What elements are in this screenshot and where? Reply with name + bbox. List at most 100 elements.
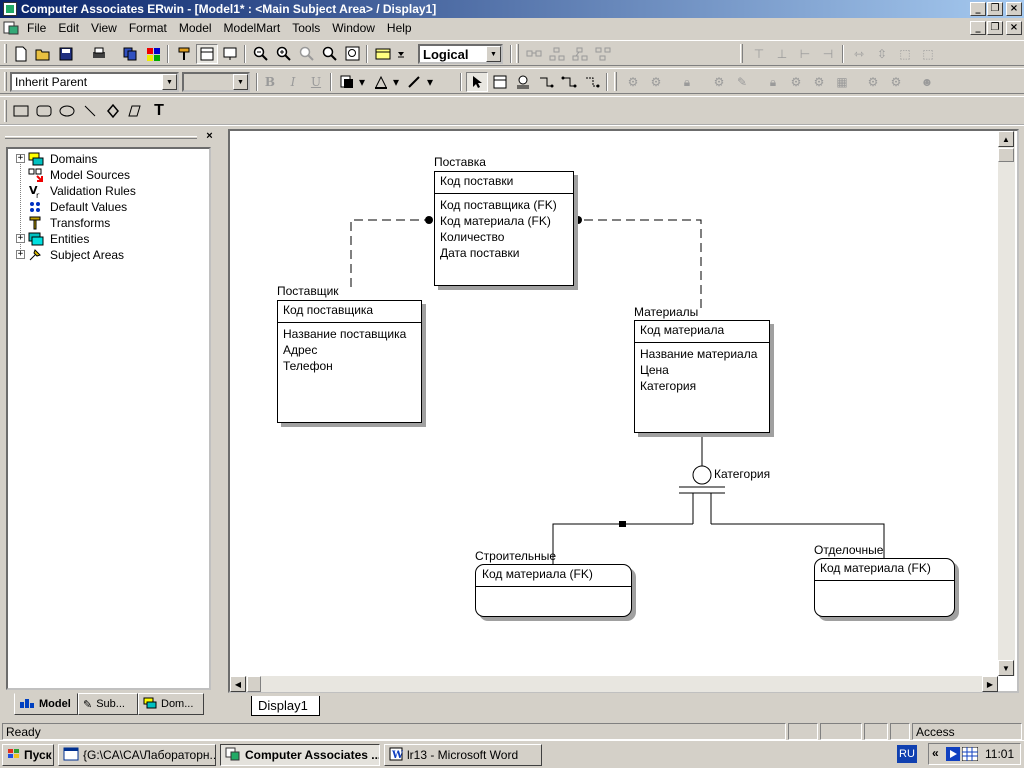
- display-level-icon[interactable]: [372, 44, 394, 64]
- vertical-scroll-thumb[interactable]: [998, 148, 1014, 162]
- rectangle-tool-icon[interactable]: [10, 101, 32, 121]
- category-tool-icon[interactable]: [512, 72, 534, 92]
- chevron-down-icon[interactable]: ▼: [233, 74, 248, 90]
- people-icon[interactable]: ☻: [920, 75, 934, 89]
- align-left-icon[interactable]: ⊢: [799, 47, 811, 61]
- menu-tools[interactable]: Tools: [292, 21, 321, 35]
- scroll-down-icon[interactable]: ▼: [998, 660, 1014, 676]
- start-button[interactable]: Пуск: [2, 744, 54, 766]
- entity-display-icon[interactable]: [196, 44, 218, 64]
- menu-modelmart[interactable]: ModelMart: [223, 21, 281, 35]
- fill-color-icon[interactable]: [336, 72, 358, 92]
- line-color-icon[interactable]: [404, 72, 426, 92]
- circular-layout-icon[interactable]: [592, 44, 614, 64]
- identifying-relationship-icon[interactable]: [535, 72, 557, 92]
- scroll-right-icon[interactable]: ▶: [982, 676, 998, 692]
- attribute-display-icon[interactable]: [219, 44, 241, 64]
- doc-restore-button[interactable]: ❐: [987, 21, 1003, 35]
- polygon-tool-icon[interactable]: [125, 101, 147, 121]
- tab-model[interactable]: Model: [14, 693, 78, 715]
- inherit-combo[interactable]: Inherit Parent ▼: [10, 72, 179, 92]
- fill-dropdown-icon[interactable]: ▾: [358, 75, 366, 89]
- format-painter-icon[interactable]: [173, 44, 195, 64]
- print-icon[interactable]: [88, 44, 110, 64]
- tree-item-transforms[interactable]: Transforms: [8, 215, 110, 231]
- pin-icon[interactable]: ✎: [736, 75, 748, 89]
- same-width-icon[interactable]: ⬚: [899, 47, 911, 61]
- tab-domains[interactable]: Dom...: [138, 693, 204, 715]
- vertical-scrollbar[interactable]: ▲ ▼: [998, 131, 1015, 676]
- entity-postavka[interactable]: Код поставки Код поставщика (FK) Код мат…: [434, 171, 574, 286]
- document-icon[interactable]: [3, 21, 19, 35]
- minimize-button[interactable]: _: [970, 2, 986, 16]
- relationship-materialy-postavka[interactable]: [578, 219, 702, 308]
- tree-item-default-values[interactable]: Default Values: [8, 199, 127, 215]
- tree-layout-icon[interactable]: [569, 44, 591, 64]
- space-vertical-icon[interactable]: ⇳: [876, 47, 888, 61]
- align-bottom-icon[interactable]: ⊥: [776, 47, 788, 61]
- task-word[interactable]: W lr13 - Microsoft Word: [384, 744, 542, 766]
- media-player-icon[interactable]: [946, 747, 960, 764]
- zoom-normal-icon[interactable]: [319, 44, 341, 64]
- toolbar-grip[interactable]: [4, 44, 7, 63]
- puzzle-7-icon[interactable]: ⚙: [890, 75, 902, 89]
- puzzle-3-icon[interactable]: ⚙: [713, 75, 725, 89]
- subtype-line-stroitelnye[interactable]: [552, 523, 693, 565]
- space-horizontal-icon[interactable]: ⇿: [853, 47, 865, 61]
- restore-button[interactable]: ❐: [987, 2, 1003, 16]
- puzzle-6-icon[interactable]: ⚙: [867, 75, 879, 89]
- tree-item-model-sources[interactable]: Model Sources: [8, 167, 130, 183]
- entity-tool-icon[interactable]: [489, 72, 511, 92]
- non-identifying-relationship-icon[interactable]: [581, 72, 603, 92]
- new-file-icon[interactable]: [10, 44, 32, 64]
- align-top-icon[interactable]: ⊤: [753, 47, 765, 61]
- tray-expand-icon[interactable]: «: [932, 746, 939, 760]
- puzzle-4-icon[interactable]: ⚙: [790, 75, 802, 89]
- task-explorer[interactable]: {G:\CA\CA\Лабораторн...: [58, 744, 216, 766]
- subtype-line-otdelochnye[interactable]: [711, 523, 885, 559]
- save-icon[interactable]: [55, 44, 77, 64]
- rounded-rectangle-tool-icon[interactable]: [33, 101, 55, 121]
- align-right-icon[interactable]: ⊣: [822, 47, 834, 61]
- expand-icon[interactable]: +: [16, 153, 25, 163]
- entity-otdelochnye[interactable]: Код материала (FK): [814, 558, 955, 617]
- scroll-left-icon[interactable]: ◀: [230, 676, 246, 692]
- horizontal-scrollbar[interactable]: ◀ ▶: [230, 676, 998, 692]
- puzzle-icon[interactable]: ⚙: [627, 75, 639, 89]
- model-view-combo[interactable]: Logical ▼: [418, 44, 503, 64]
- category-symbol[interactable]: [692, 465, 712, 485]
- tab-display1[interactable]: Display1: [251, 696, 320, 716]
- hierarchical-layout-icon[interactable]: [546, 44, 568, 64]
- lock-2-icon[interactable]: 🔒︎: [769, 74, 777, 89]
- relationship-postavshchik-postavka[interactable]: [350, 219, 429, 287]
- underline-button[interactable]: U: [310, 75, 322, 89]
- menu-format[interactable]: Format: [128, 21, 167, 35]
- polyline-tool-icon[interactable]: [102, 101, 124, 121]
- puzzle-5-icon[interactable]: ⚙: [813, 75, 825, 89]
- italic-button[interactable]: I: [290, 75, 296, 89]
- scroll-up-icon[interactable]: ▲: [998, 131, 1014, 147]
- open-folder-icon[interactable]: [32, 44, 54, 64]
- grid-icon[interactable]: ▦: [836, 75, 848, 89]
- puzzle-2-icon[interactable]: ⚙: [650, 75, 662, 89]
- menu-help[interactable]: Help: [386, 21, 412, 35]
- ellipse-tool-icon[interactable]: [56, 101, 78, 121]
- chevron-down-icon[interactable]: ▼: [162, 74, 177, 90]
- relationship-layout-icon[interactable]: [523, 44, 545, 64]
- color-icon[interactable]: [143, 44, 165, 64]
- lock-icon[interactable]: 🔒︎: [683, 74, 691, 89]
- close-button[interactable]: ×: [1006, 2, 1022, 16]
- many-to-many-relationship-icon[interactable]: [558, 72, 580, 92]
- expand-icon[interactable]: +: [16, 249, 25, 259]
- task-erwin[interactable]: Computer Associates ...: [220, 744, 380, 766]
- tree-item-domains[interactable]: + Domains: [8, 151, 97, 167]
- menu-edit[interactable]: Edit: [58, 21, 80, 35]
- font-color-icon[interactable]: [370, 72, 392, 92]
- display-level-dropdown-icon[interactable]: [394, 44, 408, 64]
- doc-minimize-button[interactable]: _: [970, 21, 986, 35]
- copy-icon[interactable]: [120, 44, 142, 64]
- calendar-grid-icon[interactable]: [961, 746, 979, 764]
- chevron-down-icon[interactable]: ▼: [486, 46, 501, 62]
